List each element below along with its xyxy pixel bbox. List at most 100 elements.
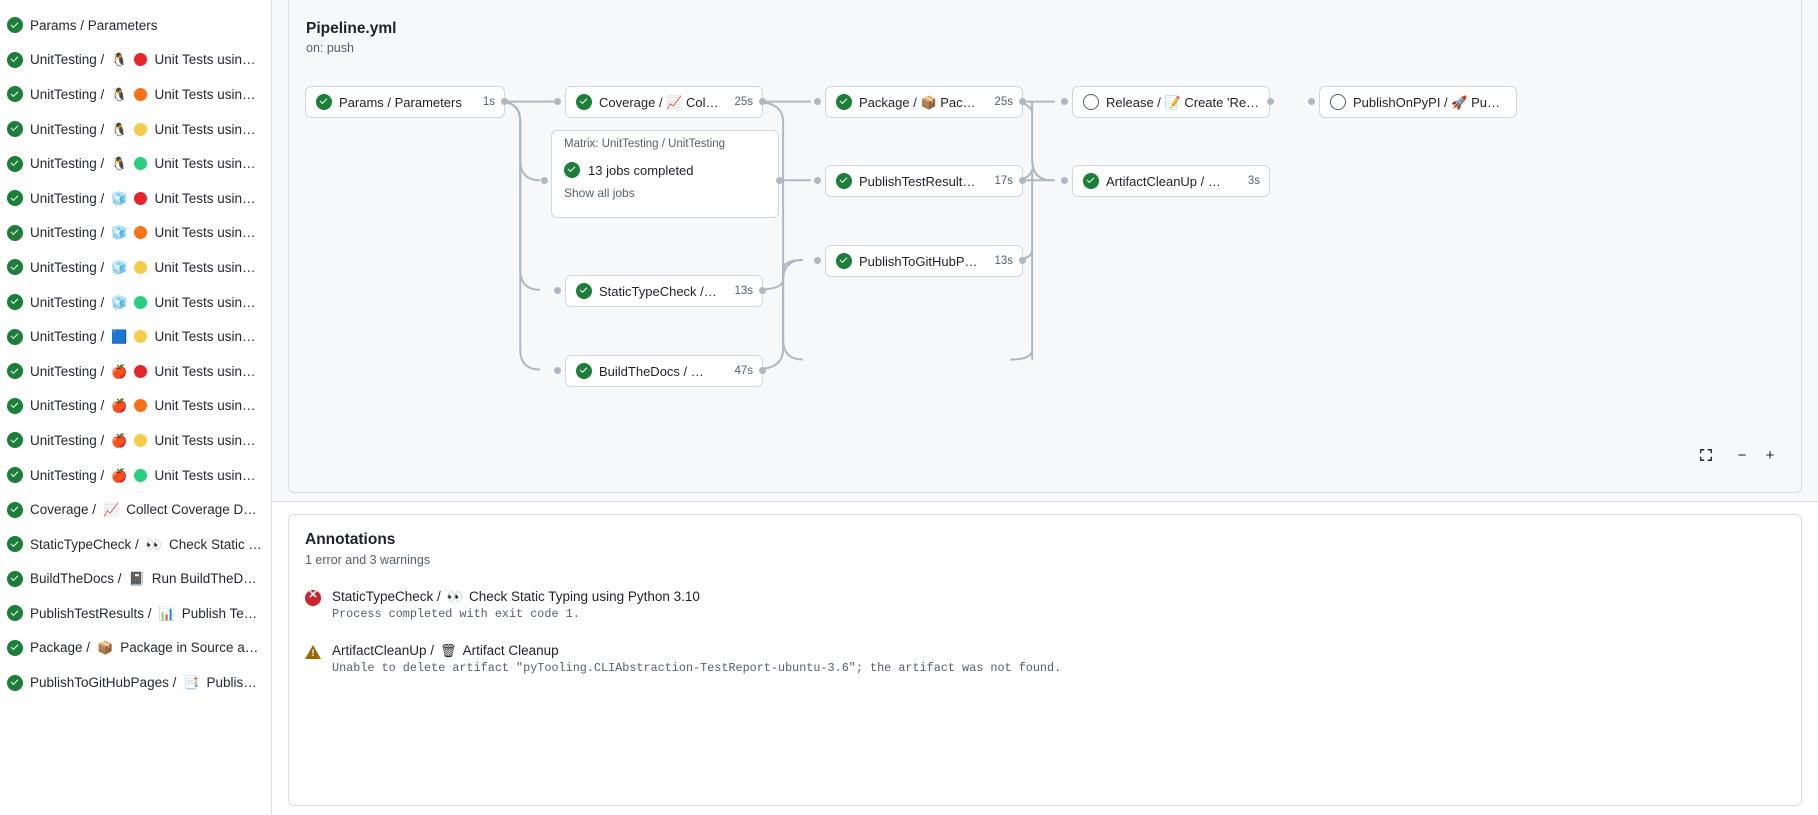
graph-node-publishtogithubpages[interactable]: PublishToGitHubPages / 📑 … 13s: [825, 245, 1023, 277]
status-success-icon: [7, 86, 23, 103]
sidebar-job-item[interactable]: UnitTesting / 🟦Unit Tests using Pyth...: [0, 319, 271, 354]
annotation-message: Process completed with exit code 1.: [332, 607, 580, 621]
status-success-icon: [1083, 173, 1099, 189]
status-success-icon: [7, 190, 23, 207]
status-success-icon: [7, 501, 23, 518]
status-success-icon: [316, 94, 332, 110]
os-emoji-icon: 🍎: [111, 363, 128, 379]
sidebar-job-step: Unit Tests using Pyth...: [154, 432, 263, 448]
graph-node-statictypecheck[interactable]: StaticTypeCheck / 👀 Chec... 13s: [565, 275, 763, 307]
annotation-message: Unable to delete artifact "pyTooling.CLI…: [332, 661, 1062, 675]
sidebar-job-name: UnitTesting /: [30, 432, 105, 448]
graph-matrix-group[interactable]: Matrix: UnitTesting / UnitTesting 13 job…: [551, 130, 779, 218]
sidebar-job-item[interactable]: UnitTesting / 🍎Unit Tests using Pyth...: [0, 389, 271, 424]
zoom-out-button[interactable]: −: [1737, 446, 1747, 464]
sidebar-job-name: UnitTesting /: [30, 190, 105, 206]
matrix-jobs-summary[interactable]: 13 jobs completed: [564, 162, 694, 178]
sidebar-job-item[interactable]: PublishToGitHubPages / 📑Publish to G...: [0, 665, 271, 700]
sidebar-job-step: Publish to G...: [206, 675, 263, 691]
os-emoji-icon: 🍎: [111, 432, 128, 448]
package-icon: 📦: [920, 94, 937, 110]
node-port-out: [759, 287, 766, 294]
node-port-out: [501, 98, 508, 105]
python-version-dot-icon: [134, 399, 148, 413]
sidebar-job-item[interactable]: UnitTesting / 🐧Unit Tests using Pyth...: [0, 43, 271, 78]
node-port-out: [759, 98, 766, 105]
sidebar-job-name: StaticTypeCheck /: [30, 536, 139, 552]
graph-node-release[interactable]: Release / 📝 Create 'Release P...: [1072, 86, 1270, 118]
sidebar-job-item[interactable]: BuildTheDocs / 📓Run BuildTheDocs: [0, 562, 271, 597]
python-version-dot-icon: [134, 468, 148, 482]
sidebar-job-item[interactable]: StaticTypeCheck / 👀Check Static Typing..…: [0, 527, 271, 562]
python-version-dot-icon: [134, 364, 148, 378]
sidebar-job-item[interactable]: Coverage / 📈Collect Coverage Data usi...: [0, 492, 271, 527]
graph-node-artifactcleanup[interactable]: ArtifactCleanUp / 🗑 Artifac... 3s: [1072, 165, 1270, 197]
os-emoji-icon: 🟦: [111, 329, 128, 345]
graph-node-coverage[interactable]: Coverage / 📈 Collect Cove... 25s: [565, 86, 763, 118]
fullscreen-icon[interactable]: [1693, 442, 1719, 468]
annotation-body: StaticTypeCheck / 👀 Check Static Typing …: [332, 589, 700, 621]
sidebar-job-step: Unit Tests using Pyth...: [154, 259, 263, 275]
graph-node-package[interactable]: Package / 📦 Package in So... 25s: [825, 86, 1023, 118]
os-emoji-icon: 📊: [158, 605, 175, 621]
status-success-icon: [836, 253, 852, 269]
node-port-out: [1019, 98, 1026, 105]
sidebar-job-name: UnitTesting /: [30, 52, 105, 68]
sidebar-job-item[interactable]: UnitTesting / 🍎Unit Tests using Pyth...: [0, 354, 271, 389]
status-skipped-icon: [1330, 94, 1346, 110]
node-duration: 25s: [734, 96, 753, 108]
rocket-icon: 🚀: [1451, 94, 1468, 110]
workflow-graph-canvas[interactable]: Pipeline.yml on: push: [288, 0, 1802, 493]
matrix-port-in: [541, 177, 548, 184]
node-step: Publish to ...: [1471, 94, 1507, 110]
sidebar-job-step: Unit Tests using Pyth...: [154, 467, 263, 483]
status-success-icon: [576, 363, 592, 379]
sidebar-job-item[interactable]: PublishTestResults / 📊Publish Test Resu.…: [0, 596, 271, 631]
sidebar-job-item[interactable]: UnitTesting / 🧊Unit Tests using Pyth...: [0, 285, 271, 320]
status-success-icon: [7, 605, 23, 622]
status-success-icon: [7, 155, 23, 172]
node-step: Collect Cove...: [686, 94, 719, 110]
status-success-icon: [564, 162, 580, 178]
python-version-dot-icon: [134, 226, 148, 240]
wastebasket-icon: 🗑: [440, 643, 457, 658]
graph-node-publishonpypi[interactable]: PublishOnPyPI / 🚀 Publish to ...: [1319, 86, 1517, 118]
sidebar-job-item[interactable]: UnitTesting / 🐧Unit Tests using Pyth...: [0, 146, 271, 181]
sidebar-job-item[interactable]: UnitTesting / 🧊Unit Tests using Pyth...: [0, 250, 271, 285]
node-port-out: [759, 367, 766, 374]
status-success-icon: [7, 467, 23, 484]
chart-increasing-icon: 📈: [666, 94, 683, 110]
status-success-icon: [836, 94, 852, 110]
sidebar-job-name: BuildTheDocs /: [30, 571, 122, 587]
annotation-item[interactable]: ArtifactCleanUp / 🗑 Artifact Cleanup Una…: [305, 643, 1785, 675]
annotation-job-name: StaticTypeCheck /: [332, 589, 441, 604]
node-port-in: [1061, 177, 1068, 184]
sidebar-job-item[interactable]: Package / 📦Package in Source and Wh...: [0, 631, 271, 666]
node-job: Package /: [859, 94, 921, 110]
sidebar-job-item[interactable]: UnitTesting / 🐧Unit Tests using Pyth...: [0, 112, 271, 147]
sidebar-job-step: Unit Tests using Pyth...: [154, 86, 263, 102]
sidebar-job-item[interactable]: Params / Parameters: [0, 8, 271, 43]
sidebar-job-item[interactable]: UnitTesting / 🧊Unit Tests using Pyth...: [0, 216, 271, 251]
python-version-dot-icon: [134, 260, 148, 274]
graph-node-publishtestresults[interactable]: PublishTestResults / 📊 Pu... 17s: [825, 165, 1023, 197]
sidebar-job-item[interactable]: UnitTesting / 🐧Unit Tests using Pyth...: [0, 77, 271, 112]
annotation-item[interactable]: StaticTypeCheck / 👀 Check Static Typing …: [305, 587, 1785, 621]
sidebar-job-step: Unit Tests using Pyth...: [154, 398, 263, 414]
annotation-step-name: Artifact Cleanup: [462, 643, 559, 658]
status-error-icon: [305, 587, 321, 606]
sidebar-job-item[interactable]: UnitTesting / 🧊Unit Tests using Pyth...: [0, 181, 271, 216]
status-success-icon: [7, 224, 23, 241]
show-all-jobs-link[interactable]: Show all jobs: [564, 186, 635, 200]
zoom-in-button[interactable]: +: [1765, 446, 1775, 464]
graph-node-params[interactable]: Params / Parameters 1s: [305, 86, 505, 118]
node-label: PublishOnPyPI / 🚀 Publish to ...: [1353, 95, 1507, 110]
status-success-icon: [576, 283, 592, 299]
sidebar-job-step: Package in Source and Wh...: [120, 640, 263, 656]
sidebar-job-item[interactable]: UnitTesting / 🍎Unit Tests using Pyth...: [0, 458, 271, 493]
graph-edges: [499, 100, 1055, 371]
graph-node-buildthedocs[interactable]: BuildTheDocs / 📓 Run Buil... 47s: [565, 355, 763, 387]
os-emoji-icon: 📓: [128, 571, 145, 587]
sidebar-job-item[interactable]: UnitTesting / 🍎 Unit Tests using Pyth...: [0, 423, 271, 458]
